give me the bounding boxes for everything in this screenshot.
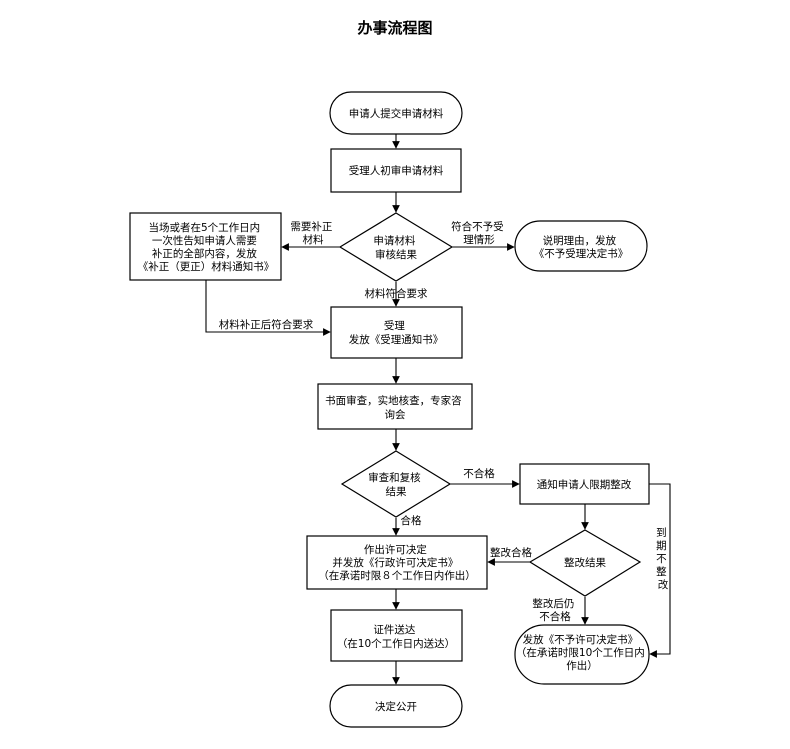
- node-recheck-decision: [340, 450, 452, 518]
- permit-line-2: 并发放《行政许可决定书》: [332, 556, 458, 569]
- supplement-notice-label: 当场或者在5个工作日内 一次性告知申请人需要 补正的全部内容，发放 《补正（更正…: [138, 221, 275, 273]
- edge-label-materials-ok: 材料符合要求: [365, 287, 428, 300]
- deny-permit-label: 发放《不予许可决定书》 （在承诺时限10个工作日内 作出）: [516, 633, 648, 672]
- still-unqualified-line-2: 不合格: [539, 610, 571, 623]
- edge-label-qualified: 合格: [401, 514, 422, 527]
- deliver-line-1: 证件送达: [373, 623, 415, 636]
- review-label: 书面审查，实地核查，专家咨 询会: [325, 394, 465, 421]
- result-decision-line-1: 申请材料: [373, 234, 415, 247]
- overdue-char-2: 期: [656, 540, 667, 552]
- node-rectify-decision: [528, 529, 642, 597]
- permit-line-1: 作出许可决定: [364, 543, 427, 556]
- node-submit: [329, 91, 463, 135]
- node-review: [317, 383, 473, 430]
- supplement-line-2: 一次性告知申请人需要: [152, 234, 257, 247]
- node-initial-review: [330, 148, 462, 193]
- edge-labels: 需要补正 材料 符合不予受 理情形 材料符合要求 材料补正后符合要求 不合格 合…: [219, 220, 670, 623]
- shapes: [129, 91, 650, 728]
- review-line-2: 询会: [385, 408, 406, 421]
- need-supplement-line-1: 需要补正: [290, 220, 332, 233]
- deliver-label: 证件送达 （在10个工作日内送达）: [337, 623, 455, 650]
- supplement-line-1: 当场或者在5个工作日内: [148, 221, 260, 234]
- accept-label: 受理 发放《受理通知书》: [349, 320, 444, 346]
- recheck-decision-label: 审查和复核 结果: [368, 471, 424, 498]
- edge-label-need-supplement: 需要补正 材料: [290, 220, 335, 246]
- overdue-char-4: 整: [656, 565, 667, 578]
- node-accept: [330, 306, 463, 359]
- publish-label: 决定公开: [375, 700, 417, 713]
- need-supplement-line-2: 材料: [303, 233, 324, 246]
- connectors: [205, 134, 671, 685]
- not-acceptable-line-2: 理情形: [463, 233, 495, 246]
- deny-line-1: 发放《不予许可决定书》: [523, 633, 639, 646]
- deny-line-3: 作出）: [566, 659, 598, 672]
- node-rectify-notice: [519, 463, 650, 505]
- not-acceptable-line-1: 符合不予受: [451, 220, 504, 233]
- edge-label-unqualified: 不合格: [463, 467, 495, 480]
- recheck-line-2: 结果: [386, 485, 407, 498]
- chart-title: 办事流程图: [357, 19, 432, 37]
- edge-label-still-unqualified: 整改后仍 不合格: [532, 597, 577, 623]
- review-line-1: 书面审查，实地核查，专家咨: [325, 394, 462, 407]
- node-result-decision: [338, 212, 454, 282]
- deliver-line-2: （在10个工作日内送达）: [337, 637, 455, 650]
- still-unqualified-line-1: 整改后仍: [532, 597, 574, 610]
- initial-review-label: 受理人初审申请材料: [349, 164, 444, 177]
- edge-label-overdue: 到 期 不 整 改: [656, 527, 670, 591]
- overdue-char-1: 到: [656, 527, 667, 539]
- accept-line-1: 受理: [384, 320, 405, 332]
- overdue-char-5: 改: [658, 578, 669, 591]
- node-permit-decision: [306, 535, 488, 590]
- permit-line-3: （在承诺时限８个工作日内作出）: [318, 569, 476, 582]
- accept-line-2: 发放《受理通知书》: [349, 333, 444, 346]
- reject-notice-label: 说明理由，发放 《不予受理决定书》: [534, 234, 629, 260]
- edge-label-not-acceptable: 符合不予受 理情形: [451, 220, 507, 246]
- reject-line-1: 说明理由，发放: [543, 234, 617, 247]
- supplement-line-4: 《补正（更正）材料通知书》: [138, 260, 275, 273]
- reject-line-2: 《不予受理决定书》: [534, 247, 629, 260]
- edge-rectify-overdue-to-deny: [649, 483, 671, 658]
- result-decision-line-2: 审核结果: [375, 248, 417, 261]
- recheck-line-1: 审查和复核: [368, 471, 421, 484]
- deny-line-2: （在承诺时限10个工作日内: [516, 646, 645, 659]
- node-supplement-notice: [129, 212, 282, 281]
- node-reject-notice: [514, 220, 648, 272]
- node-labels: 申请人提交申请材料 受理人初审申请材料 申请材料 审核结果 当场或者在5个工作日…: [138, 107, 648, 713]
- rectify-notice-label: 通知申请人限期整改: [537, 478, 632, 491]
- result-decision-label: 申请材料 审核结果: [373, 234, 418, 261]
- permit-decision-label: 作出许可决定 并发放《行政许可决定书》 （在承诺时限８个工作日内作出）: [318, 543, 476, 582]
- overdue-char-3: 不: [656, 553, 667, 565]
- node-publish: [329, 684, 463, 728]
- supplement-line-3: 补正的全部内容，发放: [152, 247, 257, 260]
- node-deliver: [330, 609, 463, 662]
- edge-supplement-to-accept: [205, 280, 331, 336]
- submit-label: 申请人提交申请材料: [349, 107, 444, 120]
- rectify-decision-label: 整改结果: [564, 556, 606, 569]
- edge-label-rectify-ok: 整改合格: [490, 546, 532, 559]
- node-deny-permit: [514, 624, 650, 685]
- edge-label-supplemented-ok: 材料补正后符合要求: [219, 318, 314, 331]
